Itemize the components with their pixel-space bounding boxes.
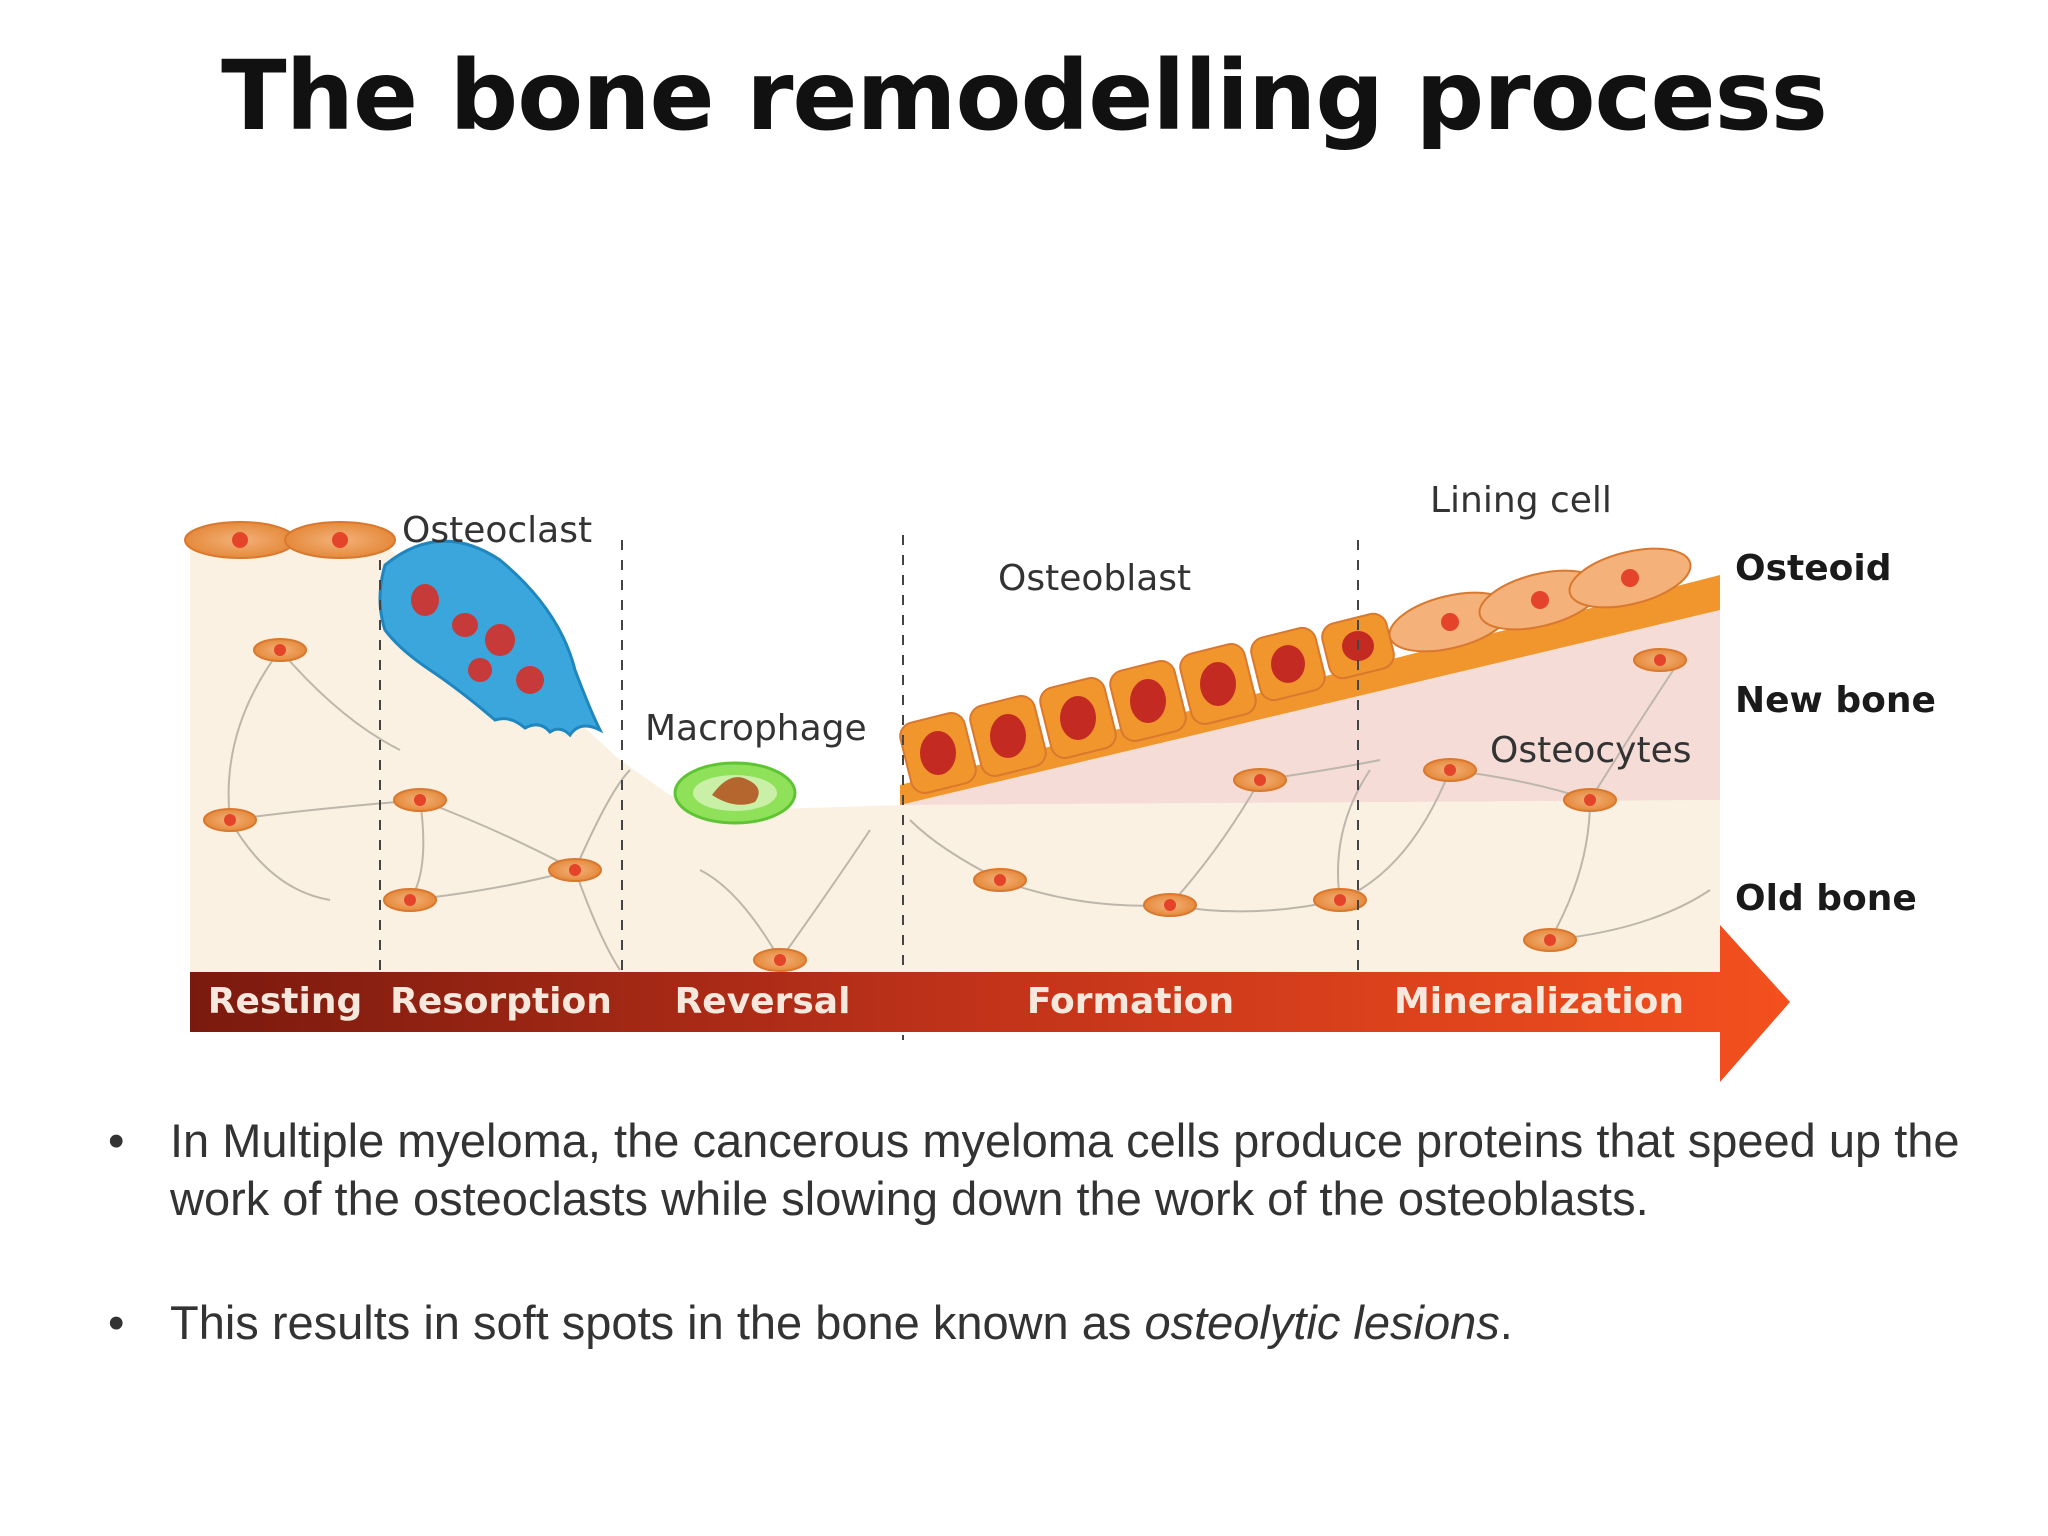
phase-mineralization: Mineralization [1393,981,1685,1022]
osteocytes-label: Osteocytes [1490,730,1692,771]
osteoclast-cell [378,539,604,738]
phase-formation: Formation [1026,981,1235,1022]
lining-cell-nuclei [1441,569,1639,631]
bullet-item: • This results in soft spots in the bone… [100,1294,2000,1352]
old-bone-label: Old bone [1735,878,1917,919]
macrophage-label: Macrophage [645,708,867,749]
osteoid-label: Osteoid [1735,548,1892,589]
osteoblast-nuclei [920,631,1374,775]
phase-reversal: Reversal [674,981,851,1022]
bullet-suffix: . [1499,1296,1513,1349]
phase-timeline-arrow [190,925,1790,1082]
phase-resting: Resting [207,981,363,1022]
osteocyte-nuclei [224,644,1666,966]
bullet-emphasis: osteolytic lesions [1144,1296,1500,1349]
phase-resorption: Resorption [390,981,612,1022]
resting-lining-cells [184,521,396,559]
osteocyte-cells [203,638,1687,972]
bullet-text: In Multiple myeloma, the cancerous myelo… [170,1114,1960,1225]
bullet-dot-icon: • [108,1296,125,1349]
macrophage-cell [673,761,797,825]
osteoclast-label: Osteoclast [402,510,593,551]
page-title: The bone remodelling process [221,40,1828,152]
lining-cell-label: Lining cell [1430,480,1612,521]
bullet-item: • In Multiple myeloma, the cancerous mye… [100,1112,2000,1228]
bullet-dot-icon: • [108,1114,125,1167]
diagram-artwork [184,521,1790,1082]
new-bone-label: New bone [1735,680,1936,721]
bone-remodelling-diagram: Osteoclast Macrophage Osteoblast Lining … [180,470,1940,1110]
osteoblast-label: Osteoblast [998,558,1192,599]
phase-dividers [379,535,1359,1040]
bullet-text: This results in soft spots in the bone k… [170,1296,1145,1349]
bullet-list: • In Multiple myeloma, the cancerous mye… [100,1112,2000,1352]
